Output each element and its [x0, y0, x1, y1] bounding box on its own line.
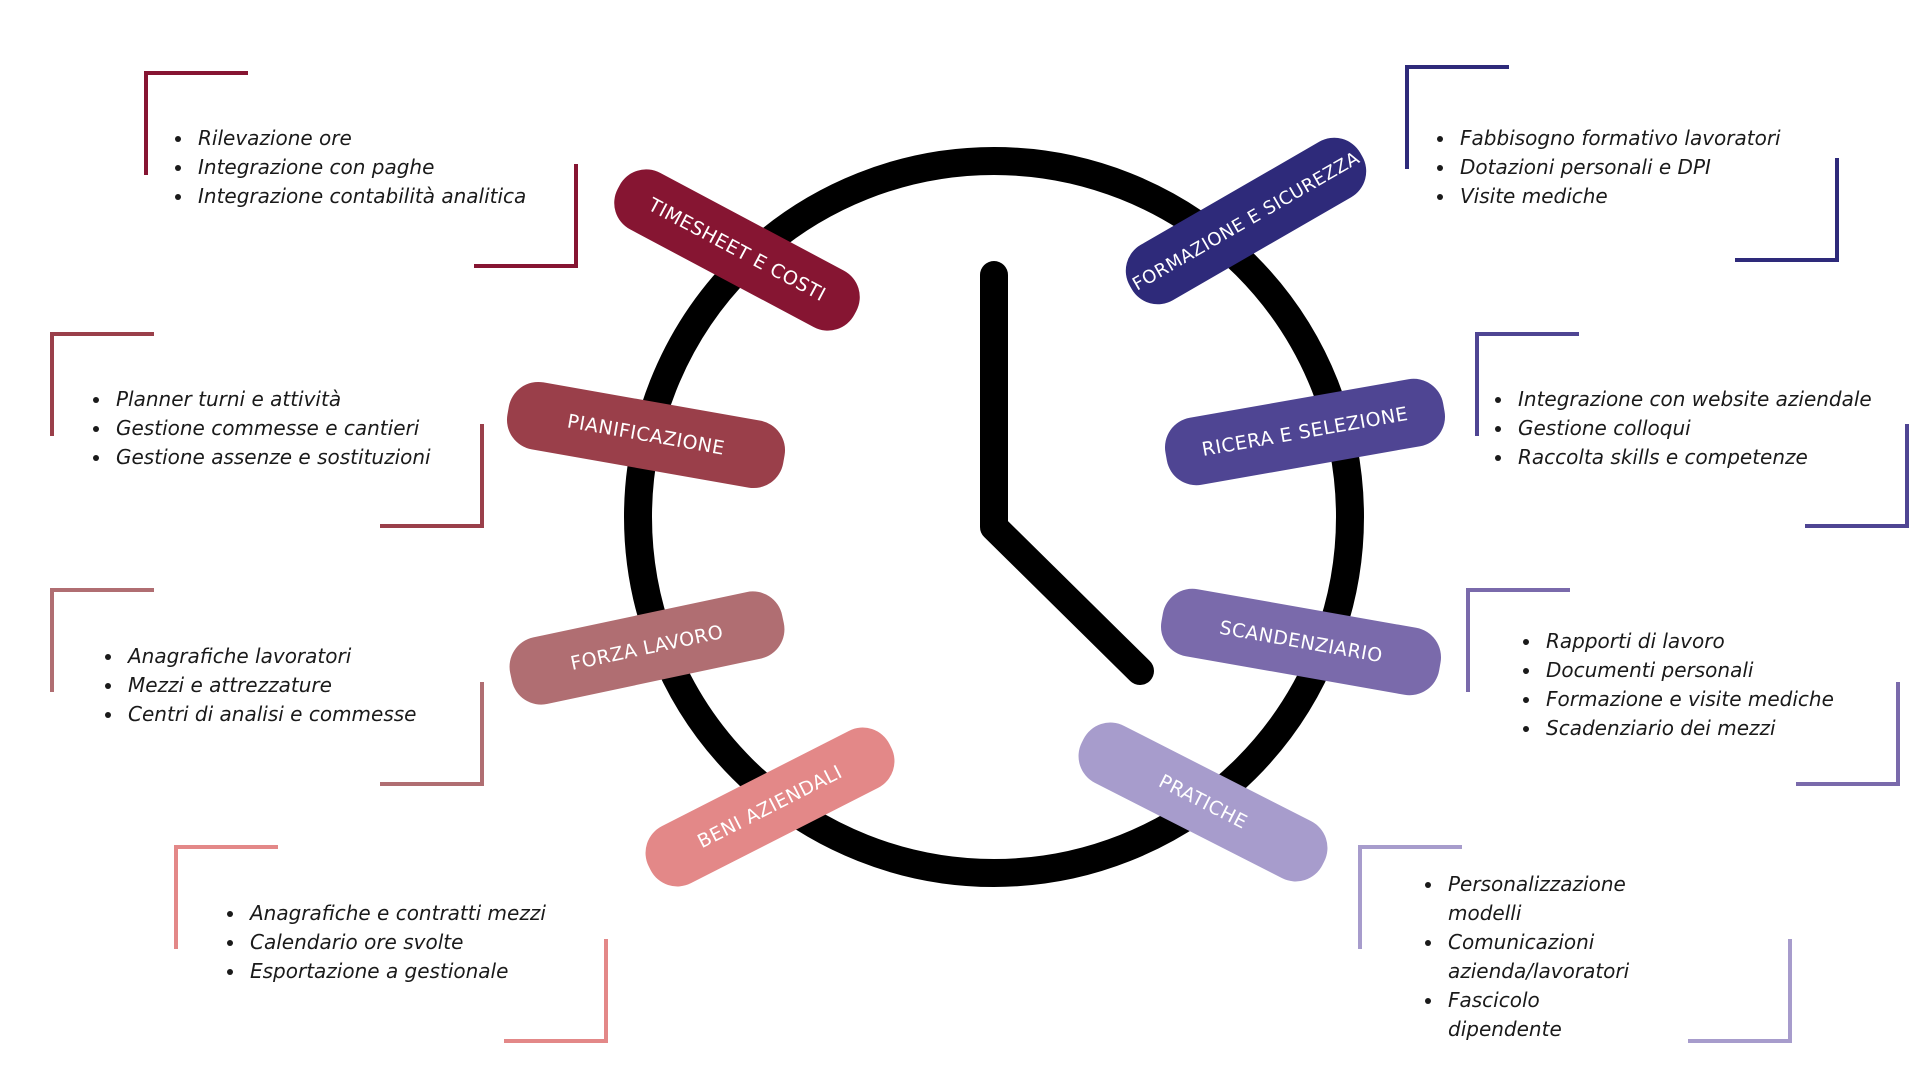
list-item: Scadenziario dei mezzi	[1542, 714, 1918, 743]
forza-lavoro-bracket-top	[50, 588, 154, 692]
timesheet-bracket-top	[144, 71, 248, 175]
list-item: Integrazione con website aziendale	[1514, 385, 1920, 414]
list-item: Integrazione con paghe	[194, 153, 590, 182]
list-item: Dotazioni personali e DPI	[1456, 153, 1872, 182]
scadenziario-bracket-bottom	[1796, 682, 1900, 786]
formazione-bracket-bottom	[1735, 158, 1839, 262]
timesheet-bracket-bottom	[474, 164, 578, 268]
pratiche-bracket-top	[1358, 845, 1462, 949]
list-item: Gestione assenze e sostituzioni	[112, 443, 488, 472]
clock-hands	[980, 261, 1154, 685]
list-item: Rilevazione ore	[194, 124, 590, 153]
list-item: Gestione colloqui	[1514, 414, 1920, 443]
list-item: Anagrafiche lavoratori	[124, 642, 500, 671]
pratiche-list: Personalizzazione modelli Comunicazioni …	[1420, 870, 1640, 1044]
list-item: Integrazione contabilità analitica	[194, 182, 590, 211]
formazione-bracket-top	[1405, 65, 1509, 169]
list-item: Rapporti di lavoro	[1542, 627, 1918, 656]
list-item: Fabbisogno formativo lavoratori	[1456, 124, 1872, 153]
beni-aziendali-bracket-top	[174, 845, 278, 949]
list-item: Mezzi e attrezzature	[124, 671, 500, 700]
list-item: Esportazione a gestionale	[246, 957, 622, 986]
list-item: Fascicolo dipendente	[1444, 986, 1640, 1044]
list-item: Personalizzazione modelli	[1444, 870, 1640, 928]
forza-lavoro-list: Anagrafiche lavoratori Mezzi e attrezzat…	[100, 642, 500, 729]
ricerca-list: Integrazione con website aziendale Gesti…	[1490, 385, 1920, 472]
forza-lavoro-bracket-bottom	[380, 682, 484, 786]
ricerca-bracket-top	[1475, 332, 1579, 436]
list-item: Documenti personali	[1542, 656, 1918, 685]
list-item: Visite mediche	[1456, 182, 1872, 211]
beni-aziendali-bracket-bottom	[504, 939, 608, 1043]
pianificazione-list: Planner turni e attività Gestione commes…	[88, 385, 488, 472]
list-item: Raccolta skills e competenze	[1514, 443, 1920, 472]
ricerca-bracket-bottom	[1805, 424, 1909, 528]
list-item: Formazione e visite mediche	[1542, 685, 1918, 714]
pianificazione-bracket-top	[50, 332, 154, 436]
timesheet-list: Rilevazione ore Integrazione con paghe I…	[170, 124, 590, 211]
list-item: Centri di analisi e commesse	[124, 700, 500, 729]
list-item: Comunicazioni azienda/lavoratori	[1444, 928, 1640, 986]
list-item: Anagrafiche e contratti mezzi	[246, 899, 622, 928]
scadenziario-list: Rapporti di lavoro Documenti personali F…	[1518, 627, 1918, 743]
list-item: Calendario ore svolte	[246, 928, 622, 957]
clock-face	[624, 147, 1364, 887]
list-item: Planner turni e attività	[112, 385, 488, 414]
scadenziario-bracket-top	[1466, 588, 1570, 692]
pratiche-bracket-bottom	[1688, 939, 1792, 1043]
list-item: Gestione commesse e cantieri	[112, 414, 488, 443]
beni-aziendali-list: Anagrafiche e contratti mezzi Calendario…	[222, 899, 622, 986]
formazione-list: Fabbisogno formativo lavoratori Dotazion…	[1432, 124, 1872, 211]
pianificazione-bracket-bottom	[380, 424, 484, 528]
